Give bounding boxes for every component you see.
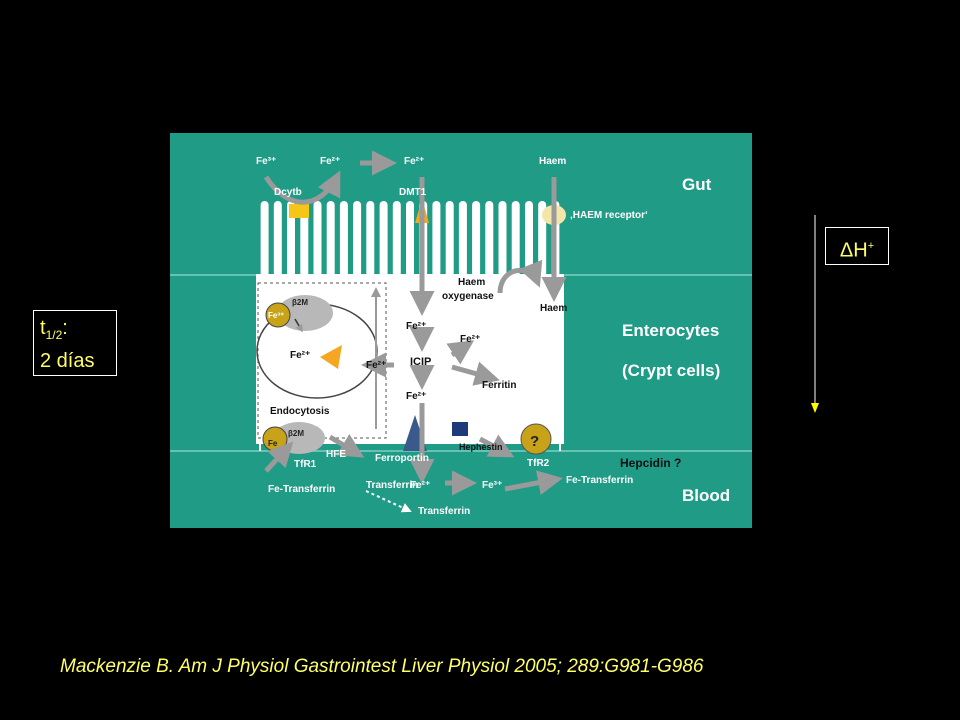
microvillus — [326, 201, 335, 277]
microvillus — [260, 201, 269, 277]
iron-absorption-diagram: Gut Enterocytes (Crypt cells) Blood Hepc… — [170, 133, 752, 528]
transferrin-release-arrow — [328, 433, 365, 458]
label-fe-top: Fe³⁺ — [268, 311, 284, 320]
proton-gradient-label: ΔH — [839, 239, 868, 262]
microvillus — [366, 201, 375, 277]
microvillus — [287, 201, 295, 277]
label-fe2-top1: Fe²⁺ — [320, 156, 340, 167]
label-dmt1: DMT1 — [399, 187, 427, 198]
halflife-t: t — [40, 317, 46, 339]
transferrin-receptor-top — [265, 302, 291, 328]
endosome-dmt1-marker — [320, 345, 342, 369]
label-fe-transferrin-right: Fe-Transferrin — [566, 475, 633, 486]
label-transferrin-bottom: Transferrin — [418, 506, 470, 517]
microvillus — [339, 201, 348, 277]
microvillus — [472, 201, 481, 277]
label-tfr2-question: ? — [530, 433, 539, 450]
hephestin-arrow — [478, 434, 515, 458]
label-fe2-left: Fe²⁺ — [366, 360, 386, 371]
label-transferrin-mid: Transferrin — [366, 480, 418, 491]
label-haem-oxygenase-line2: oxygenase — [442, 291, 494, 302]
microvillus — [498, 201, 507, 277]
microvillus — [379, 201, 388, 277]
label-ferritin: Ferritin — [482, 380, 516, 391]
hephestin-marker — [452, 422, 468, 436]
flow-arrows — [263, 150, 567, 496]
reduction-arrow — [263, 170, 341, 205]
gradient-arrowhead — [811, 403, 819, 413]
label-ferroportin: Ferroportin — [375, 453, 429, 464]
label-fe3-blood: Fe³⁺ — [482, 480, 502, 491]
label-haem-top: Haem — [539, 156, 566, 167]
label-haem-mid: Haem — [540, 303, 567, 314]
halflife-box: t1/2: 2 días — [33, 310, 117, 376]
hepcidin-label: Hepcidin ? — [620, 456, 681, 470]
label-fe-transferrin-left: Fe-Transferrin — [268, 484, 335, 495]
icip-to-fe2-arrow — [446, 340, 475, 365]
microvillus — [445, 201, 454, 277]
icip-to-ferritin-arrow — [451, 361, 500, 386]
label-fe2-low: Fe²⁺ — [406, 391, 426, 402]
tfr2-marker — [520, 423, 552, 455]
region-blood: Blood — [682, 486, 730, 505]
halflife-sub: 1/2 — [45, 328, 63, 342]
label-b2m-top: β2M — [292, 298, 308, 307]
microvillus — [353, 201, 362, 277]
label-haem-receptor: ‚HAEM receptor‘ — [570, 210, 648, 221]
label-endocytosis: Endocytosis — [270, 406, 330, 417]
microvillus — [511, 201, 520, 277]
halflife-value: 2 días — [40, 350, 95, 372]
region-crypt-cells: (Crypt cells) — [622, 361, 720, 380]
label-fe-bottom: Fe — [268, 439, 278, 448]
microvillus — [525, 201, 533, 277]
haem-oxygenase-arrow — [497, 259, 543, 294]
label-fe2-endosome: Fe²⁺ — [290, 350, 310, 361]
microvillus — [273, 201, 282, 277]
proton-gradient-sup: + — [867, 240, 875, 252]
endosome-release-arrow — [294, 318, 303, 333]
microvillus — [432, 201, 441, 277]
label-tfr2: TfR2 — [527, 458, 550, 469]
region-enterocytes: Enterocytes — [622, 321, 719, 340]
label-icip: ICIP — [410, 356, 431, 368]
label-fe2-blood: Fe²⁺ — [410, 480, 430, 491]
label-hfe: HFE — [326, 449, 346, 460]
proton-gradient-arrow — [811, 215, 819, 413]
fe-transferrin-uptake-arrow — [264, 441, 294, 473]
citation: Mackenzie B. Am J Physiol Gastrointest L… — [60, 656, 704, 677]
label-b2m-bottom: β2M — [288, 429, 304, 438]
microvillus — [392, 201, 401, 277]
transferrin-dotted-arrow — [365, 490, 412, 513]
label-fe3-top: Fe³⁺ — [256, 156, 276, 167]
proton-gradient-box: ΔH+ — [825, 227, 889, 265]
region-gut: Gut — [682, 175, 712, 194]
b2m-complex-top — [277, 295, 333, 331]
microvillus — [313, 201, 322, 277]
microvillus — [300, 201, 309, 277]
label-haem-oxygenase-line1: Haem — [458, 277, 485, 288]
label-fe2-right: Fe²⁺ — [460, 334, 480, 345]
label-dcytb: Dcytb — [274, 187, 302, 198]
microvillus — [485, 201, 494, 277]
dcytb-marker — [289, 204, 309, 218]
label-fe2-mid: Fe²⁺ — [406, 321, 426, 332]
label-fe2-top2: Fe²⁺ — [404, 156, 424, 167]
label-hephestin: Hephestin — [459, 442, 503, 452]
microvillus — [406, 201, 414, 277]
fe3-to-transferrin-arrow — [504, 470, 563, 495]
halflife-colon: : — [62, 317, 68, 339]
label-tfr1: TfR1 — [294, 459, 317, 470]
microvillus — [458, 201, 467, 277]
